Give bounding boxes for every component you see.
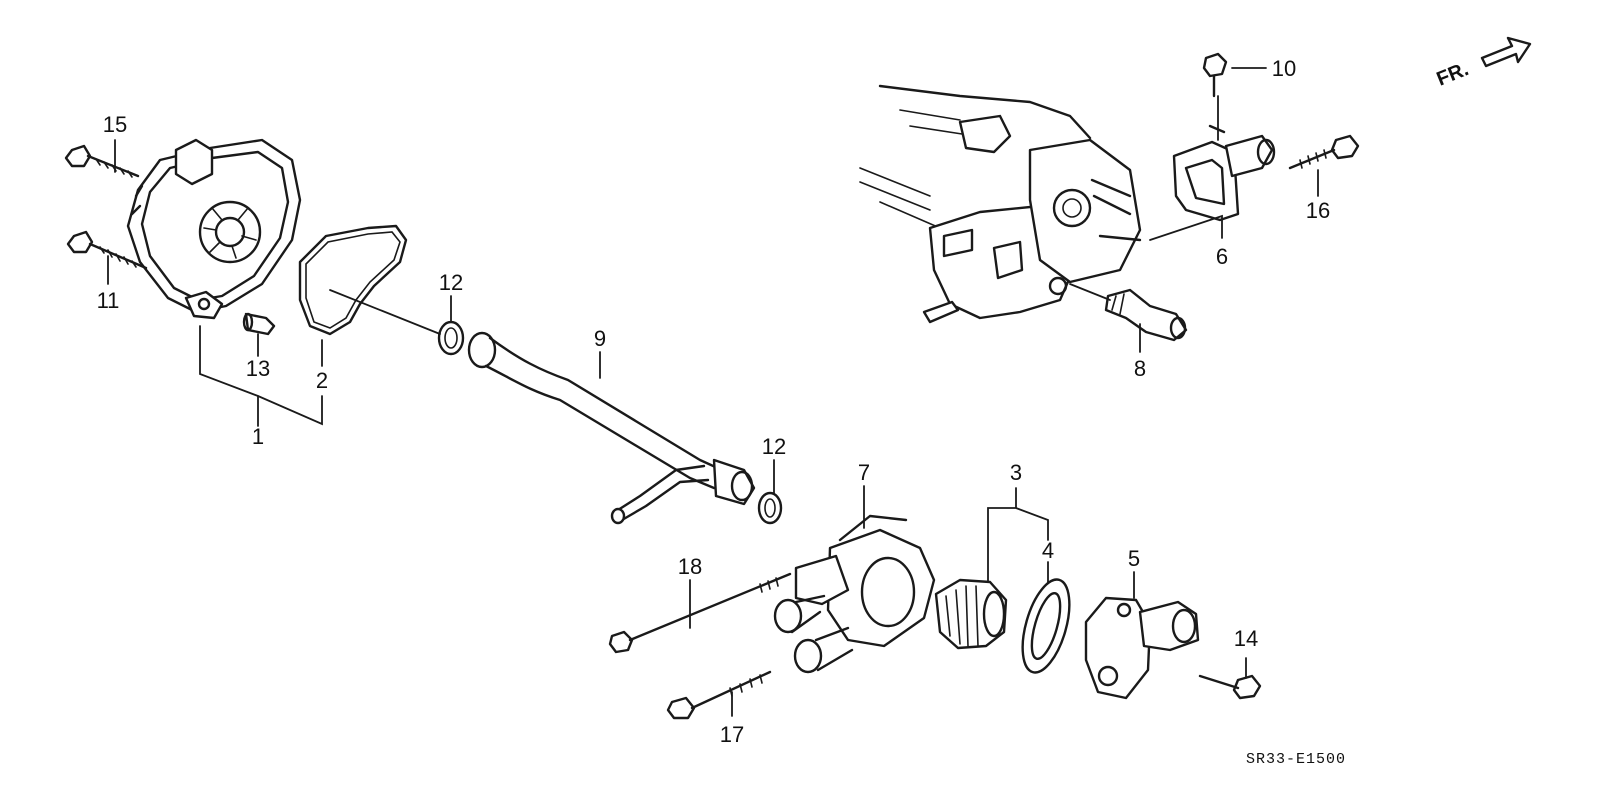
callout-12-upper: 12 bbox=[439, 270, 463, 295]
o-ring-12-lower-part bbox=[757, 491, 783, 525]
callout-2: 2 bbox=[316, 368, 328, 393]
callout-11: 11 bbox=[97, 288, 120, 313]
cylinder-head-part bbox=[859, 84, 1142, 324]
callout-8: 8 bbox=[1134, 356, 1146, 381]
callout-15: 15 bbox=[103, 112, 127, 137]
diagram-code: SR33-E1500 bbox=[1246, 751, 1346, 768]
callout-6: 6 bbox=[1216, 244, 1228, 269]
bolt-11-part bbox=[66, 230, 148, 270]
gasket-2-part bbox=[298, 224, 408, 336]
callout-1: 1 bbox=[252, 424, 264, 449]
water-outlet-6-part bbox=[1172, 124, 1276, 222]
water-pump-part bbox=[126, 138, 302, 320]
callout-12-lower: 12 bbox=[762, 434, 786, 459]
o-ring-12-upper-part bbox=[437, 320, 465, 356]
callout-4: 4 bbox=[1042, 538, 1054, 563]
bolt-18-part bbox=[608, 572, 792, 654]
callout-16: 16 bbox=[1306, 198, 1330, 223]
connecting-pipe-9-part bbox=[467, 331, 756, 525]
callout-labels: 1 2 3 4 5 6 7 8 9 10 11 12 12 13 14 15 1… bbox=[97, 56, 1331, 747]
thermostat-cover-5-part bbox=[1084, 596, 1200, 700]
direction-label: FR. bbox=[1434, 58, 1472, 90]
bolt-10-part bbox=[1202, 52, 1228, 98]
front-direction-arrow: FR. bbox=[1434, 36, 1532, 91]
fitting-8-part bbox=[1104, 288, 1188, 342]
bolt-16-part bbox=[1288, 134, 1360, 170]
callout-3: 3 bbox=[1010, 460, 1022, 485]
callout-10: 10 bbox=[1272, 56, 1296, 81]
callout-9: 9 bbox=[594, 326, 606, 351]
callout-18: 18 bbox=[678, 554, 702, 579]
thermostat-3-part bbox=[934, 578, 1008, 650]
bolt-15-part bbox=[64, 144, 140, 178]
leader-lines bbox=[107, 67, 1319, 717]
gasket-4-part bbox=[1021, 578, 1071, 674]
callout-13: 13 bbox=[246, 356, 270, 381]
thermostat-housing-7-part bbox=[773, 514, 936, 674]
callout-17: 17 bbox=[720, 722, 744, 747]
callout-7: 7 bbox=[858, 460, 870, 485]
bolt-14-part bbox=[1198, 674, 1262, 700]
dowel-pin-13-part bbox=[242, 312, 276, 336]
callout-14: 14 bbox=[1234, 626, 1258, 651]
bolt-17-part bbox=[666, 670, 772, 720]
arrow-icon bbox=[1480, 36, 1532, 68]
callout-5: 5 bbox=[1128, 546, 1140, 571]
